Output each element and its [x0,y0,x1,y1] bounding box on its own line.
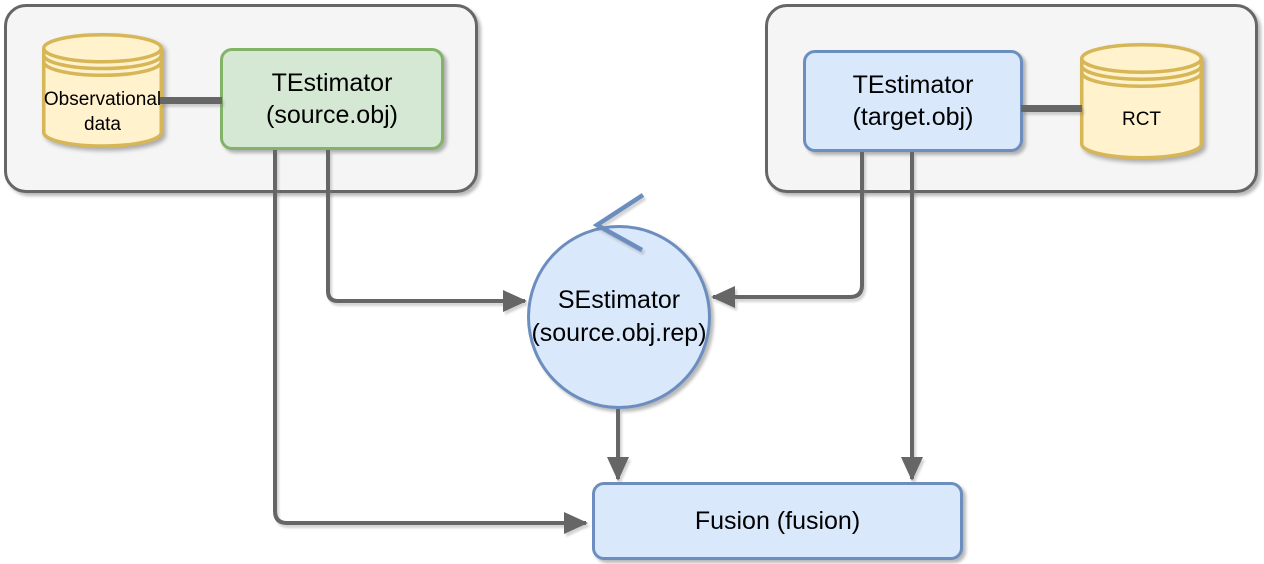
testimator-target-label-line2: (target.obj) [852,103,974,131]
sestimator-label-line1: SEstimator [557,286,681,314]
testimator-target-label-line1: TEstimator [852,71,974,99]
observational-data-label-line2: data [84,114,121,135]
sestimator-circle-node: SEstimator (source.obj.rep) [527,225,711,409]
database-cylinder-icon [1080,43,1203,160]
testimator-source-label-line1: TEstimator [271,69,393,97]
observational-data-label-line1: Observational [43,89,162,110]
rct-label: RCT [1121,109,1162,130]
fusion-node: Fusion (fusion) [592,482,963,560]
sestimator-label-line2: (source.obj.rep) [531,319,707,347]
observational-data-label: Observational data [32,87,173,137]
testimator-target-node: TEstimator (target.obj) [803,50,1023,152]
testimator-source-label-line2: (source.obj) [266,101,398,129]
database-cylinder-icon [42,33,163,148]
testimator-source-node: TEstimator (source.obj) [220,48,444,150]
fusion-label: Fusion (fusion) [694,507,861,535]
